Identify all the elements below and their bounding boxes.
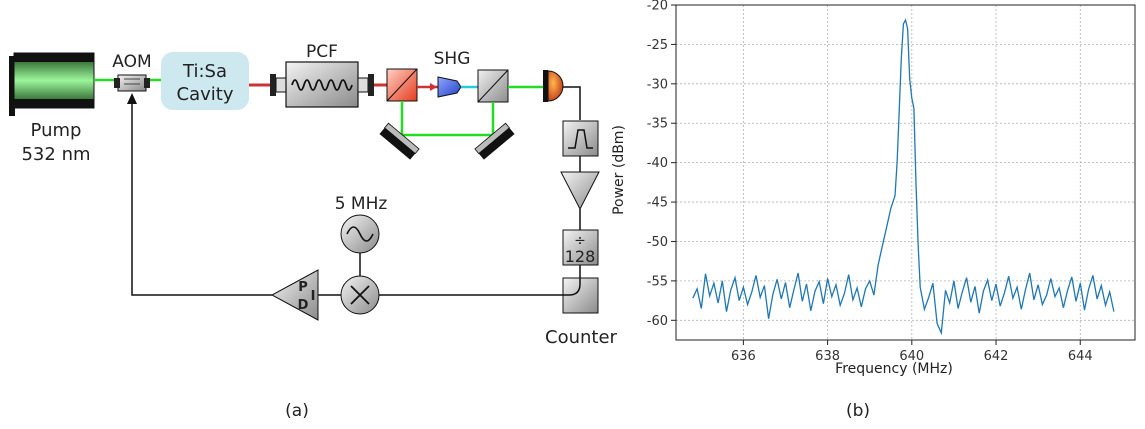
caption-b: (b) bbox=[846, 401, 870, 421]
photodiode-icon bbox=[543, 70, 564, 102]
aom-modulator bbox=[114, 74, 150, 92]
cavity-label-line2: Cavity bbox=[177, 84, 234, 105]
y-tick-label: -55 bbox=[647, 274, 668, 289]
x-tick-label: 636 bbox=[731, 349, 756, 364]
pid-amplifier-icon bbox=[270, 269, 319, 321]
shg-label: SHG bbox=[434, 49, 471, 69]
counter-label: Counter bbox=[545, 327, 618, 348]
y-tick-label: -60 bbox=[647, 314, 668, 329]
x-tick-label: 644 bbox=[1068, 349, 1093, 364]
setup-diagram: Pump 532 nm AOM Ti:Sa Cavity PCF bbox=[9, 42, 618, 421]
arrow-icon bbox=[430, 83, 437, 91]
spectrum-chart: 636 638 640 642 644 -60 -55 -50 -45 -40 -35 -30 -25 -… bbox=[611, 0, 1136, 421]
divider-symbol: ÷ bbox=[574, 233, 586, 249]
y-tick-label: -30 bbox=[647, 77, 668, 92]
y-tick-label: -20 bbox=[647, 0, 668, 14]
pcf-label: PCF bbox=[306, 42, 338, 62]
cavity-label-line1: Ti:Sa bbox=[182, 61, 227, 82]
caption-a: (a) bbox=[285, 401, 309, 421]
y-tick-label: -40 bbox=[647, 156, 668, 171]
pid-p-label: P bbox=[298, 280, 308, 295]
axis-ticks: 636 638 640 642 644 -60 -55 -50 -45 -40 -35 -30 -25 -… bbox=[647, 0, 1093, 364]
y-tick-label: -35 bbox=[647, 117, 668, 132]
bandpass-filter-icon bbox=[562, 120, 599, 157]
pump-wavelength-label: 532 nm bbox=[21, 144, 90, 165]
dichroic-beamsplitter bbox=[386, 68, 418, 102]
x-tick-label: 642 bbox=[984, 349, 1009, 364]
mixer-icon bbox=[340, 275, 380, 315]
grey-beamsplitter bbox=[477, 69, 509, 103]
y-tick-label: -25 bbox=[647, 38, 668, 53]
pcf-fiber bbox=[270, 61, 374, 108]
sine-wave-glyph bbox=[346, 226, 374, 242]
counter-box bbox=[542, 277, 599, 314]
divider-value: 128 bbox=[565, 247, 596, 266]
y-tick-label: -45 bbox=[647, 196, 668, 211]
aom-label: AOM bbox=[112, 52, 151, 72]
y-axis-title: Power (dBm) bbox=[611, 125, 627, 215]
pid-i-label: I bbox=[311, 289, 316, 304]
series-line bbox=[692, 18, 1115, 336]
mirror-right bbox=[474, 122, 515, 160]
tisa-cavity bbox=[161, 52, 249, 110]
mirror-left bbox=[379, 122, 420, 160]
feedback-line bbox=[131, 98, 272, 296]
x-tick-label: 640 bbox=[899, 349, 924, 364]
amplifier-icon bbox=[560, 171, 600, 211]
plot-frame bbox=[675, 4, 1136, 341]
x-axis-title: Frequency (MHz) bbox=[835, 361, 953, 377]
pump-laser bbox=[9, 52, 95, 116]
shg-crystal bbox=[437, 76, 462, 98]
x-tick-label: 638 bbox=[815, 349, 840, 364]
signal-detector-filter bbox=[563, 86, 581, 120]
grid bbox=[676, 4, 1135, 340]
y-tick-label: -50 bbox=[647, 235, 668, 250]
feedback-arrow-icon bbox=[127, 93, 137, 104]
frequency-source-label: 5 MHz bbox=[335, 194, 388, 214]
pump-label: Pump bbox=[31, 120, 82, 141]
pid-d-label: D bbox=[298, 298, 309, 313]
